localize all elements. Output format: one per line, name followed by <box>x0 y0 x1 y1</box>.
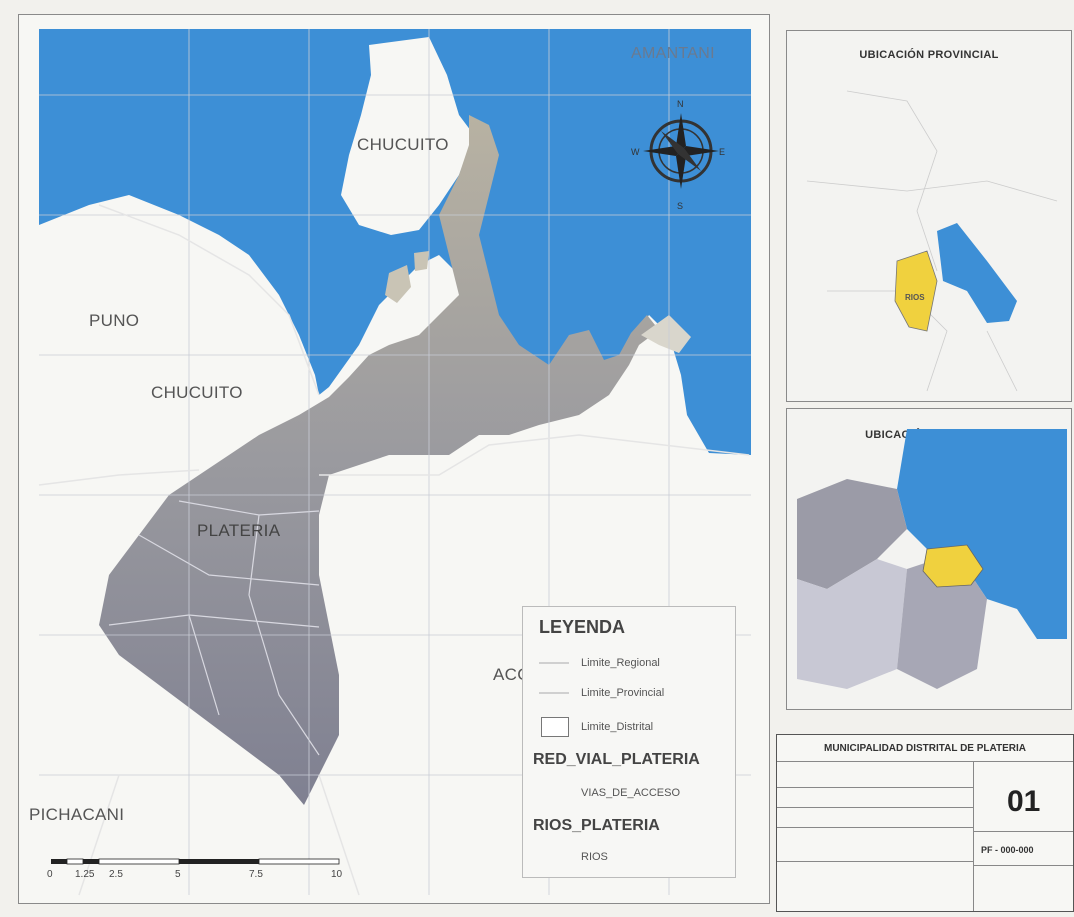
chucuito-north-land <box>341 37 474 235</box>
provincial-highlight-area <box>894 250 938 332</box>
place-puno: PUNO <box>89 311 140 330</box>
scale-label: 5 <box>175 869 181 880</box>
legend-box: LEYENDA Limite_Regional Limite_Provincia… <box>522 606 736 878</box>
main-map-frame: AMANTANI CHUCUITO PUNO CHUCUITO PLATERIA… <box>18 14 770 904</box>
legend-swatch-district <box>541 717 569 737</box>
district-lake-shape <box>897 429 1067 639</box>
title-block-rule <box>777 787 973 788</box>
plateria-district-terrain <box>99 115 659 805</box>
legend-line-symbols <box>539 662 569 694</box>
title-block-rule <box>777 861 973 862</box>
title-block-rule <box>777 761 1073 762</box>
legend-item-district: Limite_Distrital <box>581 721 654 733</box>
title-block-column-rule <box>973 761 974 911</box>
legend-item-provincial: Limite_Provincial <box>581 687 665 699</box>
district-neighbor-3 <box>897 559 987 689</box>
district-neighbor-2 <box>797 559 907 689</box>
place-plateria: PLATERIA <box>197 521 281 540</box>
place-acc: ACC <box>493 665 530 684</box>
title-block-rule <box>973 865 1073 866</box>
place-pichacani: PICHACANI <box>29 805 125 824</box>
district-boundaries <box>38 204 750 896</box>
title-block-rule <box>777 827 973 828</box>
compass-north-label: N <box>677 99 684 109</box>
island-2 <box>414 251 429 271</box>
document-code: PF - 000-000 <box>981 845 1034 855</box>
district-location-map: UBICACIÓN DISTRITAL <box>786 408 1072 710</box>
compass-rose-icon <box>643 113 719 189</box>
title-block: MUNICIPALIDAD DISTRITAL DE PLATERIA 01 P… <box>776 734 1074 912</box>
scale-label: 7.5 <box>249 869 263 880</box>
scale-label: 1.25 <box>75 869 95 880</box>
place-chucuito-west: CHUCUITO <box>151 383 243 402</box>
legend-rivers-title: RIOS_PLATERIA <box>533 817 660 834</box>
place-amantani: AMANTANI <box>631 45 715 62</box>
legend-roads-item: VIAS_DE_ACCESO <box>581 787 681 799</box>
legend-rivers-item: RIOS <box>581 851 608 863</box>
compass-east-label: E <box>719 147 726 157</box>
island-1 <box>385 265 411 303</box>
provincial-lake-shape <box>937 223 1017 323</box>
compass-south-label: S <box>677 201 684 211</box>
scale-label: 0 <box>47 869 53 880</box>
provincial-map-canvas <box>806 90 1058 392</box>
legend-item-regional: Limite_Regional <box>581 657 660 669</box>
scale-bar <box>51 858 340 865</box>
provincial-location-map: UBICACIÓN PROVINCIAL RIOS <box>786 30 1072 402</box>
sheet-number: 01 <box>1007 785 1041 818</box>
main-map-canvas <box>19 15 769 903</box>
title-block-rule <box>777 807 973 808</box>
scale-label: 10 <box>331 869 343 880</box>
scale-label: 2.5 <box>109 869 123 880</box>
district-highlight-area <box>922 544 984 588</box>
legend-title: LEYENDA <box>539 617 626 637</box>
island-3 <box>641 315 691 353</box>
compass-west-label: W <box>631 147 640 157</box>
title-block-rule <box>973 831 1073 832</box>
district-neighbor-1 <box>797 479 907 589</box>
provincial-map-label: RIOS <box>905 293 925 302</box>
place-chucuito-north: CHUCUITO <box>357 135 449 154</box>
legend-roads-title: RED_VIAL_PLATERIA <box>533 751 700 768</box>
provincial-map-title: UBICACIÓN PROVINCIAL <box>859 49 999 61</box>
district-map-canvas <box>797 429 1067 689</box>
title-block-heading: MUNICIPALIDAD DISTRITAL DE PLATERIA <box>823 743 1027 754</box>
